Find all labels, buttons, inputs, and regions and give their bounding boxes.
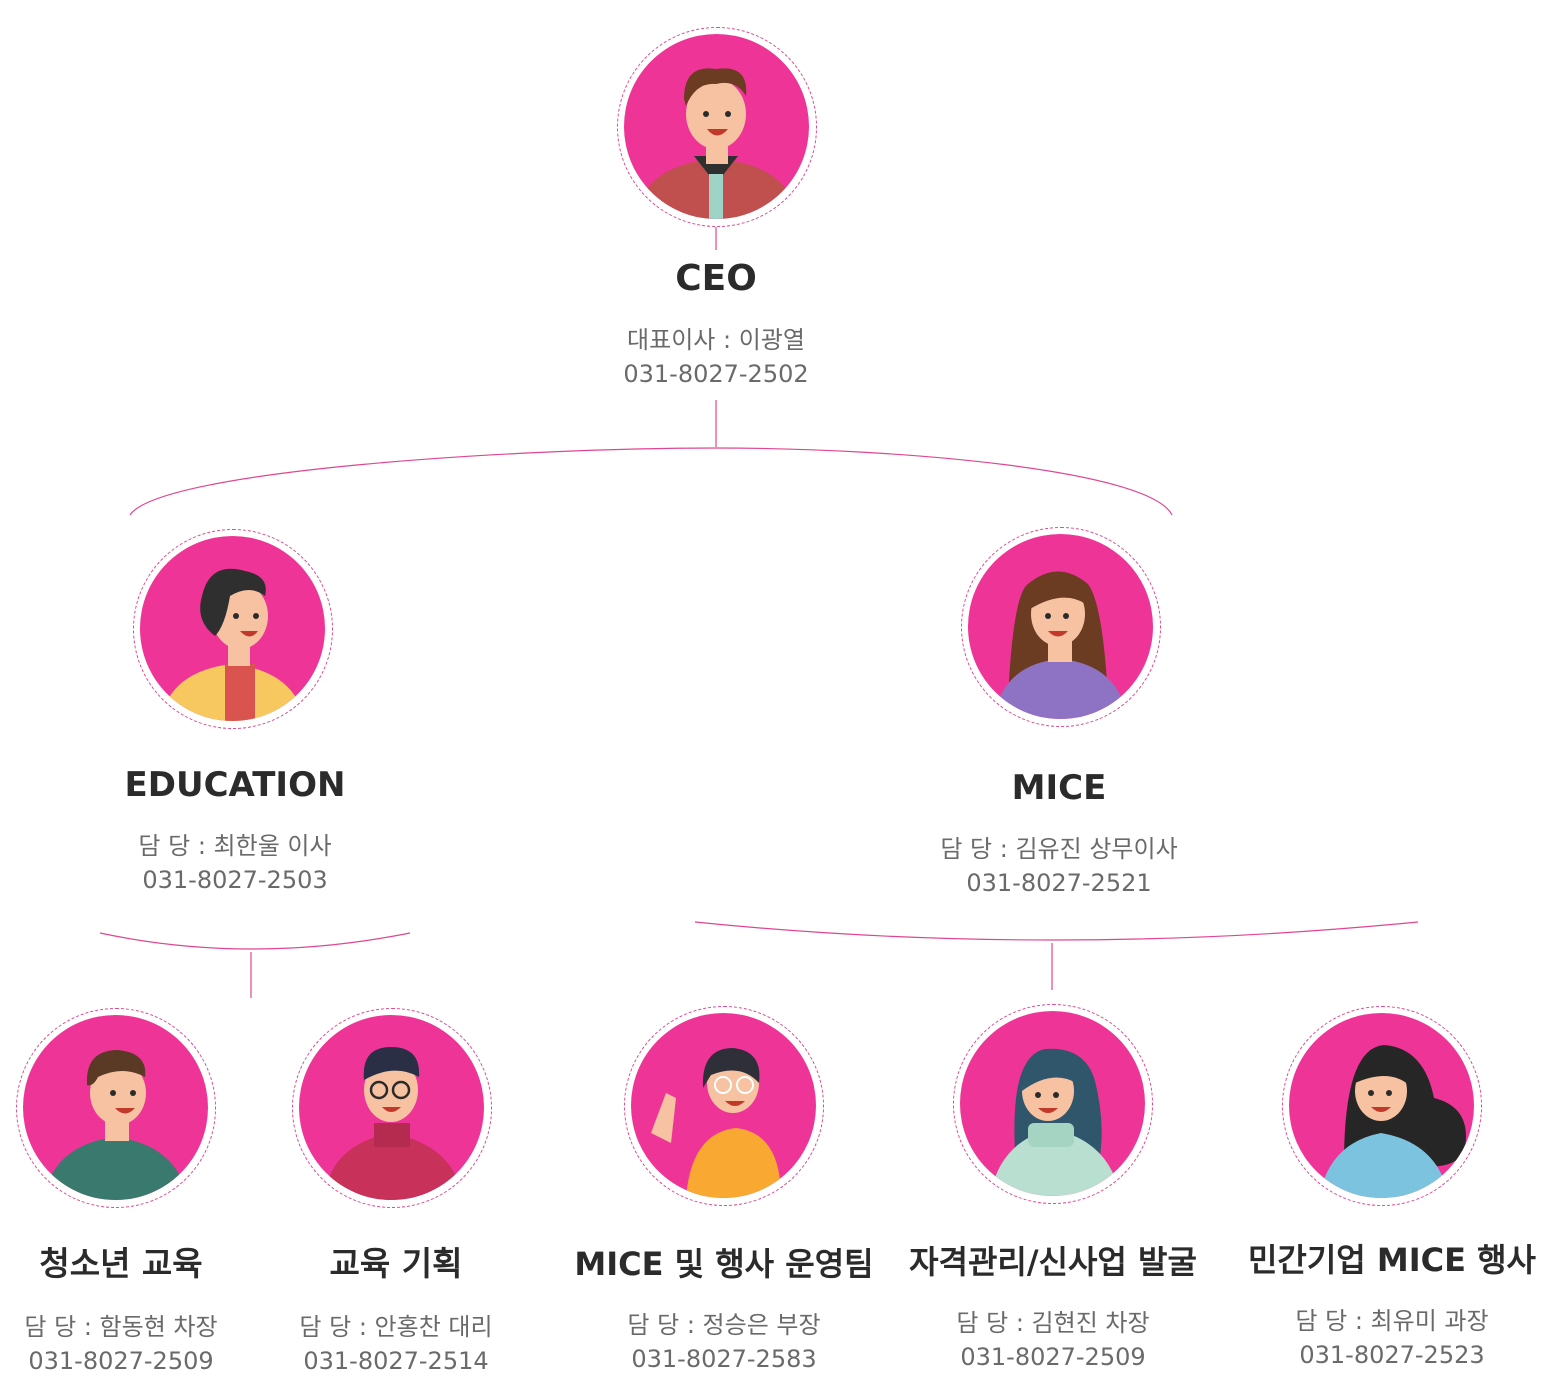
team-phone: 031-8027-2509	[28, 1347, 214, 1375]
team-phone: 031-8027-2514	[303, 1347, 489, 1375]
team-manager: 담 당 : 안홍찬 대리	[299, 1313, 493, 1341]
team-avatar-mice-operations	[624, 1006, 824, 1206]
ceo-manager: 대표이사 : 이광열	[627, 326, 805, 354]
ceo-avatar	[617, 27, 817, 227]
man-red-jacket-icon	[624, 34, 809, 219]
division-manager-mice: 담 당 : 김유진 상무이사	[940, 835, 1178, 863]
team-title: 자격관리/신사업 발굴	[909, 1243, 1197, 1281]
team-manager: 담 당 : 함동현 차장	[24, 1313, 218, 1341]
woman-glasses-waving-icon	[631, 1013, 816, 1198]
division-phone-mice: 031-8027-2521	[966, 869, 1152, 897]
education-avatar	[133, 529, 333, 729]
woman-turtleneck-icon	[960, 1011, 1145, 1196]
team-title: MICE 및 행사 운영팀	[574, 1245, 874, 1283]
woman-long-hair-purple-icon	[968, 534, 1153, 719]
division-phone-education: 031-8027-2503	[142, 866, 328, 894]
team-manager: 담 당 : 최유미 과장	[1295, 1307, 1489, 1335]
team-phone: 031-8027-2509	[960, 1343, 1146, 1371]
division-manager-education: 담 당 : 최한울 이사	[138, 832, 332, 860]
ceo-title: CEO	[675, 258, 757, 299]
team-phone: 031-8027-2523	[1299, 1341, 1485, 1369]
team-title: 청소년 교육	[39, 1244, 203, 1283]
man-curly-hair-yellow-jacket-icon	[140, 536, 325, 721]
ceo-phone: 031-8027-2502	[623, 360, 809, 388]
mice-avatar	[961, 527, 1161, 727]
team-manager: 담 당 : 정승은 부장	[627, 1311, 821, 1339]
team-title: 민간기업 MICE 행사	[1247, 1241, 1536, 1279]
woman-curly-hair-blue-icon	[1289, 1013, 1474, 1198]
division-title-mice: MICE	[1011, 768, 1107, 808]
team-avatar-youth-education	[16, 1008, 216, 1208]
man-green-shirt-icon	[23, 1015, 208, 1200]
team-avatar-certification-new-business	[953, 1004, 1153, 1204]
team-title: 교육 기획	[329, 1244, 463, 1283]
division-title-education: EDUCATION	[124, 765, 346, 805]
team-avatar-education-planning	[292, 1008, 492, 1208]
team-avatar-private-mice-events	[1282, 1006, 1482, 1206]
man-glasses-red-sweater-icon	[299, 1015, 484, 1200]
mice-team-arc	[694, 921, 1419, 941]
team-phone: 031-8027-2583	[631, 1345, 817, 1373]
division-branch-arc	[129, 447, 1173, 516]
team-manager: 담 당 : 김현진 차장	[956, 1309, 1150, 1337]
education-team-arc	[99, 932, 411, 950]
